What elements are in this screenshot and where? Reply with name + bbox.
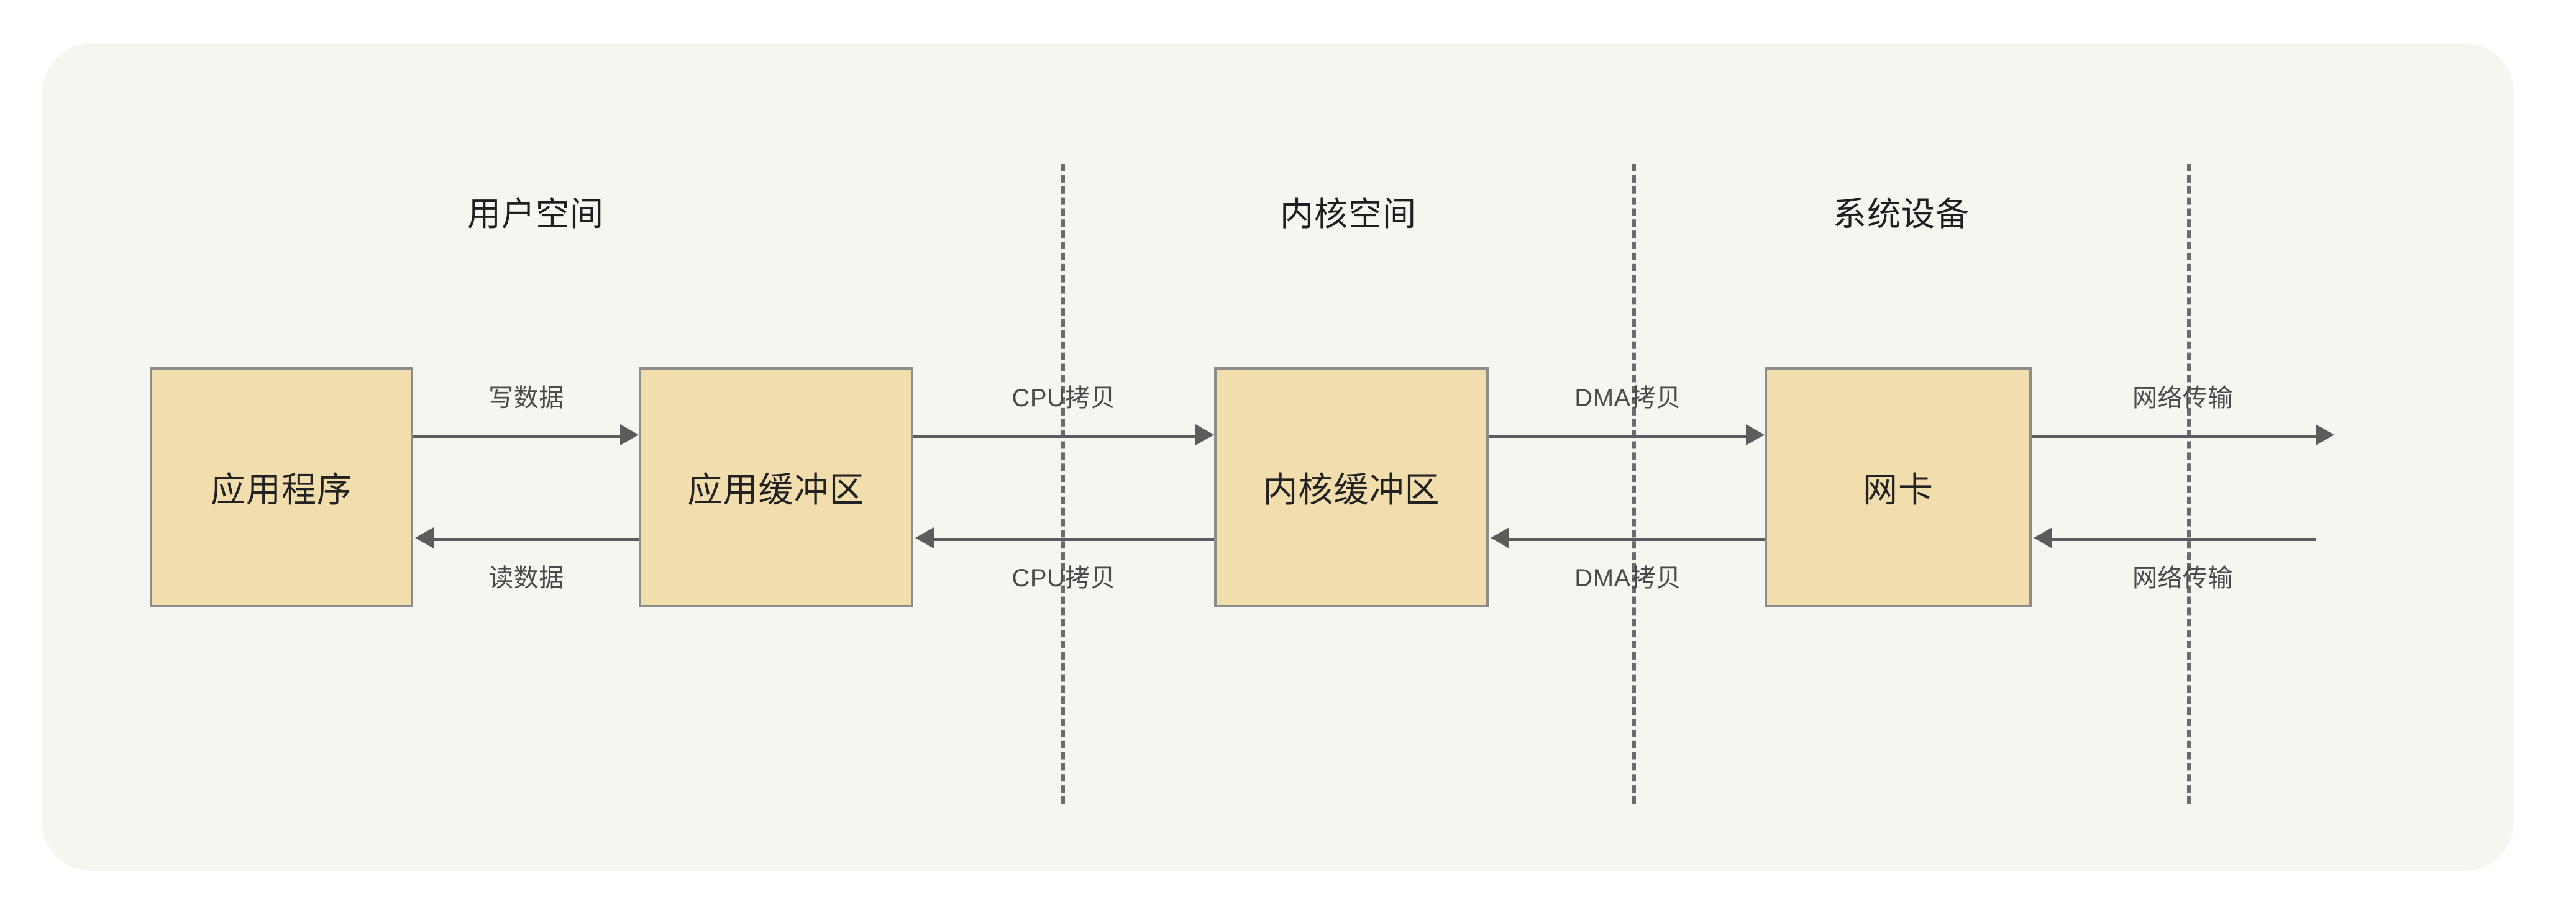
divider-user-kernel: [1061, 164, 1065, 804]
edge-read-data-arrowhead: [415, 527, 434, 548]
edge-dma-copy-out-label: DMA拷贝: [1574, 384, 1681, 412]
edge-write-data-arrowhead: [620, 424, 639, 445]
node-application-label: 应用程序: [211, 470, 352, 509]
edge-write-data-label: 写数据: [488, 384, 564, 412]
edge-network-send-label: 网络传输: [2132, 384, 2233, 412]
edge-dma-copy-in-line: [1509, 538, 1765, 541]
node-application[interactable]: 应用程序: [150, 367, 413, 607]
edge-dma-copy-in-arrowhead: [1491, 527, 1509, 548]
edge-cpu-copy-in-line: [934, 538, 1214, 541]
node-network-card[interactable]: 网卡: [1765, 367, 2032, 607]
edge-network-receive-line: [2052, 538, 2316, 541]
edge-read-data-label: 读数据: [488, 565, 564, 592]
edge-cpu-copy-out-label: CPU拷贝: [1012, 384, 1116, 412]
edge-network-send-line: [2032, 435, 2316, 438]
node-kernel-buffer-label: 内核缓冲区: [1263, 470, 1440, 509]
edge-dma-copy-out-line: [1489, 435, 1746, 438]
node-network-card-label: 网卡: [1863, 470, 1934, 509]
edge-dma-copy-in-label: DMA拷贝: [1574, 565, 1681, 592]
divider-kernel-device: [1632, 164, 1636, 804]
edge-network-receive-label: 网络传输: [2132, 565, 2233, 592]
zone-title-user-space: 用户空间: [467, 196, 604, 233]
divider-device-network: [2187, 164, 2191, 804]
node-kernel-buffer[interactable]: 内核缓冲区: [1214, 367, 1489, 607]
edge-cpu-copy-in-label: CPU拷贝: [1012, 565, 1116, 592]
node-app-buffer[interactable]: 应用缓冲区: [639, 367, 913, 607]
edge-cpu-copy-in-arrowhead: [915, 527, 934, 548]
edge-write-data-line: [413, 435, 620, 438]
edge-network-receive-arrowhead: [2034, 527, 2052, 548]
edge-read-data-line: [434, 538, 639, 541]
edge-network-send-arrowhead: [2316, 424, 2334, 445]
zone-title-kernel-space: 内核空间: [1280, 196, 1417, 233]
edge-cpu-copy-out-line: [913, 435, 1195, 438]
edge-dma-copy-out-arrowhead: [1746, 424, 1765, 445]
edge-cpu-copy-out-arrowhead: [1195, 424, 1214, 445]
zone-title-system-device: 系统设备: [1833, 196, 1970, 233]
node-app-buffer-label: 应用缓冲区: [687, 470, 865, 509]
